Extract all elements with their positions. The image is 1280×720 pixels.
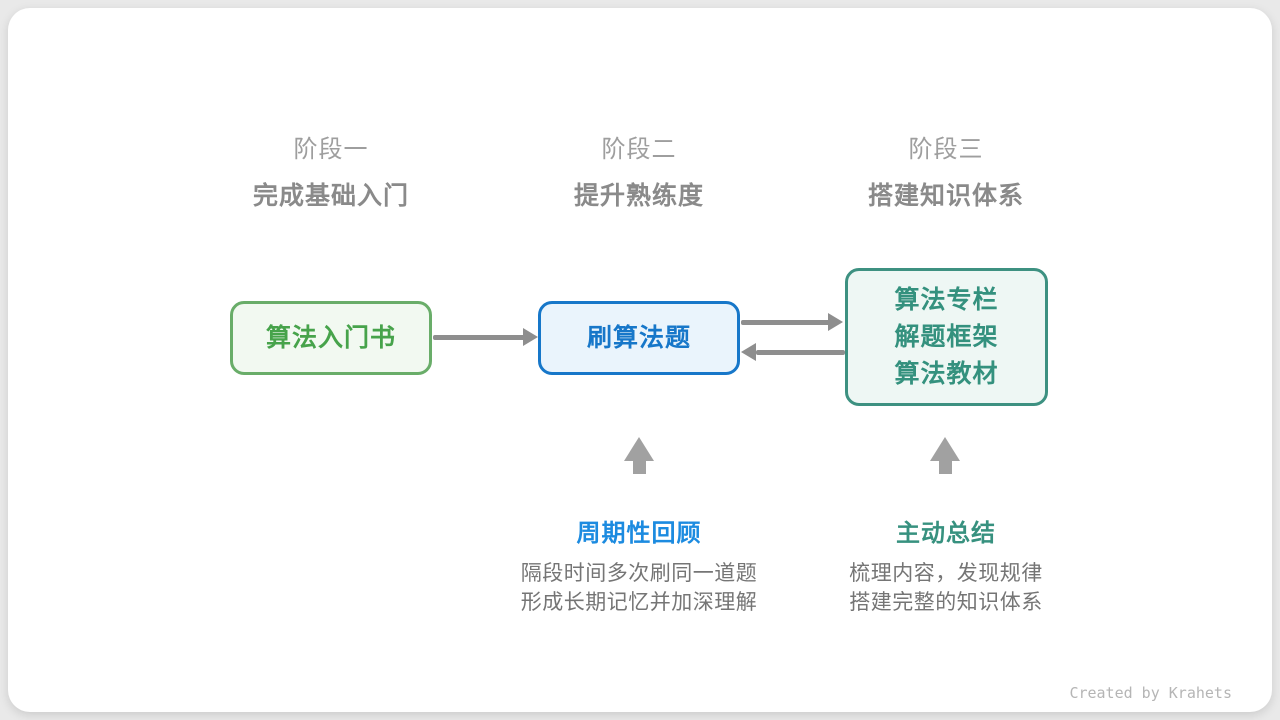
stage1-subtitle: 完成基础入门: [252, 182, 409, 210]
arrow-head-left-icon: [741, 343, 756, 361]
annotation-periodic-review-desc: 隔段时间多次刷同一道题 形成长期记忆并加深理解: [479, 559, 799, 617]
annotation-desc-line: 搭建完整的知识体系: [849, 591, 1043, 614]
arrow-head-right-icon: [828, 313, 843, 331]
node-intro-book-label: 算法入门书: [265, 323, 396, 352]
arrow-line: [741, 320, 830, 325]
stage1-label: 阶段一: [293, 136, 369, 163]
stage2-label: 阶段二: [601, 136, 677, 163]
annotation-active-summary-desc: 梳理内容，发现规律 搭建完整的知识体系: [786, 559, 1106, 617]
node-practice-problems: 刷算法题: [538, 301, 740, 375]
up-arrow-stem: [632, 461, 646, 474]
stage3-subtitle: 搭建知识体系: [867, 182, 1024, 210]
annotation-desc-line: 隔段时间多次刷同一道题: [520, 562, 758, 585]
annotation-desc-line: 形成长期记忆并加深理解: [520, 591, 758, 614]
annotation-periodic-review-title: 周期性回顾: [576, 520, 702, 547]
node-knowledge-line-1: 算法专栏: [894, 285, 999, 314]
node-knowledge-line-2: 解题框架: [894, 322, 999, 351]
node-practice-problems-label: 刷算法题: [586, 323, 691, 352]
up-arrow-triangle: [624, 437, 654, 461]
annotation-desc-line: 梳理内容，发现规律: [849, 562, 1043, 585]
up-arrow-triangle: [930, 437, 960, 461]
node-knowledge-line-3: 算法教材: [894, 359, 999, 388]
stage2-subtitle: 提升熟练度: [573, 182, 704, 210]
up-arrow-stem: [938, 461, 952, 474]
up-arrow-icon: [624, 437, 654, 474]
annotation-active-summary-title: 主动总结: [896, 520, 996, 547]
node-knowledge-sources: 算法专栏 解题框架 算法教材: [845, 268, 1048, 406]
credit-text: Created by Krahets: [1069, 684, 1232, 702]
up-arrow-icon: [930, 437, 960, 474]
arrow-head-right-icon: [523, 328, 538, 346]
stage3-label: 阶段三: [908, 136, 984, 163]
node-intro-book: 算法入门书: [230, 301, 432, 375]
diagram-card: 阶段一 完成基础入门 阶段二 提升熟练度 阶段三 搭建知识体系 算法入门书 刷算…: [8, 8, 1272, 712]
arrow-line: [756, 350, 845, 355]
arrow-line: [433, 335, 525, 340]
